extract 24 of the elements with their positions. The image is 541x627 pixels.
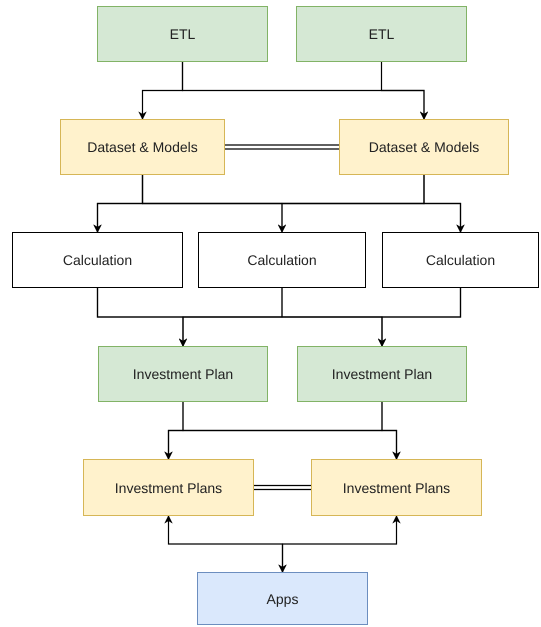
box-label: Calculation	[62, 252, 132, 268]
process-box	[296, 6, 467, 62]
box-label: ETL	[170, 26, 196, 42]
process-box	[198, 232, 366, 288]
box-label: Dataset & Models	[87, 139, 198, 155]
process-box	[98, 346, 268, 402]
box-label: Apps	[266, 590, 298, 606]
box-label: Investment Plan	[132, 366, 234, 382]
box-label: Dataset & Models	[368, 139, 480, 155]
box-label: ETL	[368, 26, 394, 42]
process-box	[311, 459, 482, 516]
box-label: Calculation	[426, 252, 496, 268]
process-box	[197, 572, 368, 625]
process-box	[60, 119, 225, 175]
box-label: Investment Plan	[332, 366, 432, 382]
process-box	[382, 232, 539, 288]
process-box	[83, 459, 254, 516]
box-label: Investment Plans	[114, 480, 222, 496]
process-box	[339, 119, 509, 175]
process-box	[12, 232, 183, 288]
box-label: Calculation	[247, 252, 317, 268]
process-box	[297, 346, 467, 402]
box-label: Investment Plans	[342, 480, 450, 496]
process-box	[97, 6, 268, 62]
